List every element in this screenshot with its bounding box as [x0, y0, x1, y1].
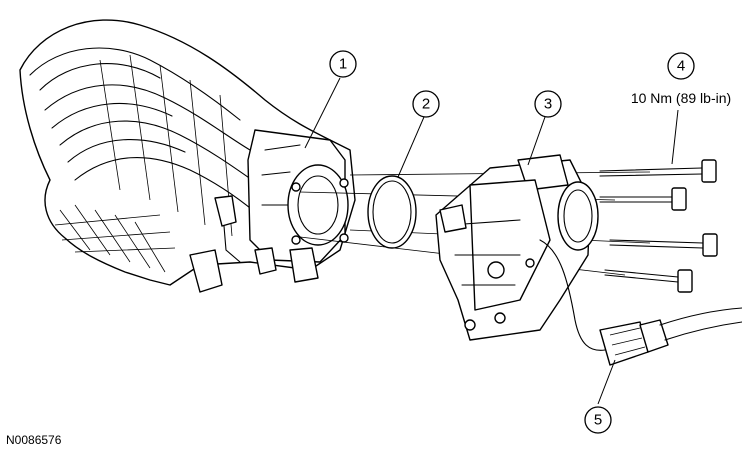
callout-2-number: 2: [422, 96, 430, 113]
bolt-3: [609, 233, 718, 257]
callout-4: 4: [667, 52, 695, 80]
callout-1: 1: [329, 50, 357, 78]
callout-1-number: 1: [339, 56, 347, 73]
bolt-4: [604, 269, 693, 293]
throttle-body-bolts: [599, 159, 718, 293]
callout-4-number: 4: [677, 58, 685, 75]
intake-manifold: [19, 19, 356, 293]
torque-spec-label: 10 Nm (89 lb-in): [631, 90, 731, 106]
callout-3-number: 3: [544, 96, 552, 113]
gasket-o-ring: [367, 175, 417, 249]
bolt-1: [599, 159, 717, 183]
callout-5: 5: [584, 406, 612, 434]
callout-3: 3: [534, 90, 562, 118]
callout-5-number: 5: [594, 412, 602, 429]
callout-2: 2: [412, 90, 440, 118]
throttle-body: [435, 154, 599, 341]
manifold-flange: [287, 164, 349, 246]
leader-lines: [304, 77, 679, 405]
figure-code: N0086576: [6, 433, 62, 447]
electrical-connector: [539, 239, 742, 366]
bolt-2: [599, 187, 687, 211]
